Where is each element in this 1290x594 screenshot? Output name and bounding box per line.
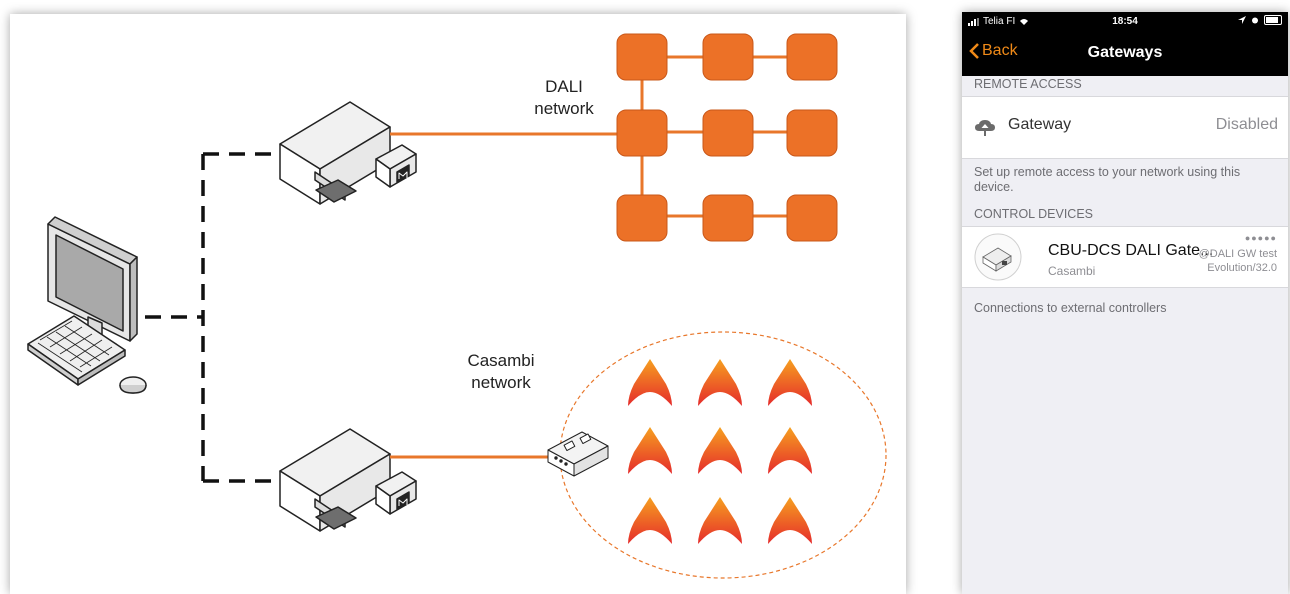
page-title: Gateways [1087, 44, 1163, 61]
section-header-control-devices: CONTROL DEVICES [974, 207, 1094, 221]
dali-node [786, 109, 838, 157]
gateway-remote-access-row[interactable]: Gateway Disabled [962, 96, 1288, 159]
back-button-label: Back [982, 42, 1018, 59]
remote-access-footer: Set up remote access to your network usi… [974, 165, 1241, 194]
device-network-name: @DALI GW test [1198, 248, 1277, 260]
computer-icon [27, 216, 147, 394]
casambi-lamp-icon [628, 359, 672, 406]
signal-strength-indicator: ●●●●● [1244, 233, 1277, 243]
location-icon [1238, 16, 1246, 24]
casambi-lamp-icon [628, 427, 672, 474]
carrier-name: Telia FI [983, 16, 1016, 27]
wifi-icon [1020, 18, 1029, 25]
dali-network-label: DALI network [524, 76, 604, 120]
dali-node [616, 109, 668, 157]
dali-nodes [616, 33, 838, 242]
cellular-signal-icon [968, 17, 979, 26]
dali-node [616, 194, 668, 242]
dali-node [616, 33, 668, 81]
diagram-canvas [27, 33, 887, 579]
dali-node [702, 33, 754, 81]
cloud-upload-icon [975, 120, 995, 136]
status-left: Telia FI [968, 16, 1029, 27]
battery-icon [1264, 15, 1282, 25]
casambi-lamp-icon [768, 427, 812, 474]
navigation-bar: Back Gateways [962, 32, 1288, 76]
casambi-label-line1: Casambi [467, 351, 535, 370]
casambi-lamp-icon [698, 427, 742, 474]
gateway-label: Gateway [1008, 116, 1072, 133]
dali-gateway-device-icon [974, 233, 1022, 281]
device-firmware: Evolution/32.0 [1207, 262, 1277, 274]
gateway-device-icon [279, 428, 417, 532]
dali-node [702, 194, 754, 242]
back-button[interactable]: Back [968, 42, 1018, 60]
dali-label-line2: network [534, 99, 594, 118]
dali-label-line1: DALI [545, 77, 583, 96]
casambi-network-label: Casambi network [456, 350, 546, 394]
phone-screen: Telia FI 18:54 Back Gateways REMOTE ACCE… [962, 12, 1288, 594]
casambi-lamp-icon [768, 359, 812, 406]
casambi-lamp-icon [698, 497, 742, 544]
status-bar: Telia FI 18:54 [962, 12, 1288, 32]
status-right [1238, 15, 1282, 25]
device-details: @DALI GW test Evolution/32.0 [1199, 247, 1277, 275]
device-vendor: Casambi [1048, 264, 1096, 278]
casambi-lamp-icon [628, 497, 672, 544]
dali-node [702, 109, 754, 157]
chevron-left-icon [969, 43, 979, 59]
dali-node [786, 194, 838, 242]
casambi-lamp-icon [768, 497, 812, 544]
dali-node [786, 33, 838, 81]
device-name: CBU-DCS DALI Gate... [1048, 242, 1214, 259]
alarm-icon [1252, 17, 1258, 24]
control-device-row[interactable]: CBU-DCS DALI Gate... Casambi ●●●●● @DALI… [962, 226, 1288, 288]
dashed-connection-lines [145, 152, 275, 483]
casambi-module-icon [547, 431, 609, 477]
dali-wires [390, 55, 823, 218]
section-header-remote-access: REMOTE ACCESS [974, 77, 1082, 91]
casambi-lamp-icon [698, 359, 742, 406]
network-diagram: DALI network Casambi network [10, 14, 906, 594]
gateway-device-icon [279, 101, 417, 205]
casambi-label-line2: network [471, 373, 531, 392]
status-time: 18:54 [1112, 16, 1138, 27]
gateway-status-value: Disabled [1215, 116, 1278, 133]
casambi-lamps [628, 359, 812, 544]
control-devices-footer: Connections to external controllers [974, 301, 1167, 315]
